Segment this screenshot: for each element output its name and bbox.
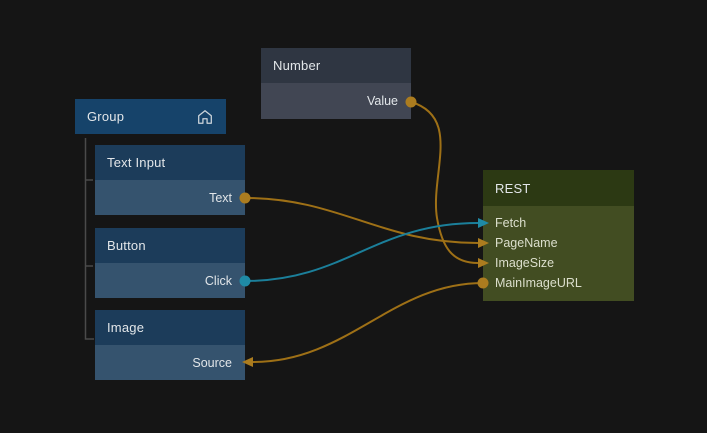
port-arrow-imagesize[interactable] [478, 258, 489, 268]
port-rest-fetch[interactable]: Fetch [483, 213, 634, 233]
wire-text-to-pagename[interactable] [244, 197, 479, 244]
node-group-header[interactable]: Group [75, 99, 226, 134]
home-icon[interactable] [196, 108, 214, 126]
wire-click-to-fetch[interactable] [244, 222, 479, 282]
node-group-title: Group [87, 109, 125, 124]
port-image-source-label: Source [192, 355, 232, 370]
node-number-title: Number [273, 58, 321, 73]
port-text-input-text[interactable]: Text [95, 180, 245, 215]
port-rest-pagename-label: PageName [495, 236, 558, 250]
group-tree-line [84, 138, 94, 340]
node-number[interactable]: Number Value [261, 48, 411, 119]
port-arrow-fetch[interactable] [478, 218, 489, 228]
node-button-title: Button [107, 238, 146, 253]
node-text-input-header[interactable]: Text Input [95, 145, 245, 180]
port-arrow-source[interactable] [242, 357, 253, 367]
node-text-input-title: Text Input [107, 155, 166, 170]
port-arrow-pagename[interactable] [478, 238, 489, 248]
port-rest-imagesize[interactable]: ImageSize [483, 253, 634, 273]
port-button-click[interactable]: Click [95, 263, 245, 298]
wire-mainimageurl-to-source[interactable] [252, 282, 484, 363]
wire-value-to-imagesize[interactable] [410, 101, 479, 264]
node-text-input[interactable]: Text Input Text [95, 145, 245, 215]
node-rest-header[interactable]: REST [483, 170, 634, 206]
port-button-click-label: Click [204, 273, 232, 288]
node-image-header[interactable]: Image [95, 310, 245, 345]
node-rest-title: REST [495, 180, 531, 196]
port-dot-text[interactable] [239, 192, 251, 204]
node-image-title: Image [107, 320, 145, 335]
port-rest-pagename[interactable]: PageName [483, 233, 634, 253]
port-number-value[interactable]: Value [261, 83, 411, 119]
port-dot-mainimageurl[interactable] [477, 277, 489, 289]
port-rest-mainimageurl-label: MainImageURL [495, 276, 582, 290]
port-dot-value[interactable] [405, 96, 417, 108]
port-rest-fetch-label: Fetch [495, 216, 527, 230]
node-button[interactable]: Button Click [95, 228, 245, 298]
port-dot-click[interactable] [239, 275, 251, 287]
node-number-header[interactable]: Number [261, 48, 411, 83]
node-image[interactable]: Image Source [95, 310, 245, 380]
port-image-source[interactable]: Source [95, 345, 245, 380]
port-text-input-text-label: Text [209, 190, 232, 205]
node-button-header[interactable]: Button [95, 228, 245, 263]
port-rest-mainimageurl[interactable]: MainImageURL [483, 273, 634, 293]
node-group[interactable]: Group [75, 99, 226, 134]
port-rest-imagesize-label: ImageSize [495, 256, 555, 270]
port-number-value-label: Value [366, 94, 398, 108]
node-rest[interactable]: REST Fetch PageName ImageSize MainImageU… [483, 170, 634, 301]
